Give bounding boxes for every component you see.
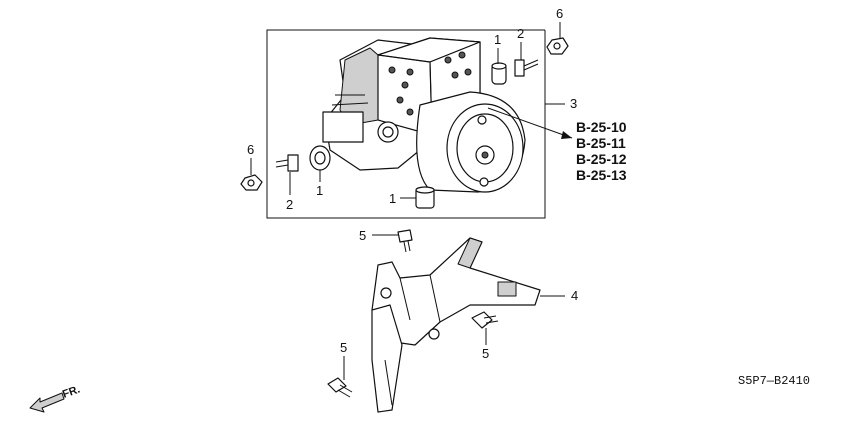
callout-4: 4 bbox=[571, 288, 578, 303]
mount-collar-left bbox=[275, 154, 299, 172]
mount-rubber-top bbox=[491, 62, 507, 85]
callout-3: 3 bbox=[570, 96, 577, 111]
reference-b-25-10: B-25-10 bbox=[576, 119, 627, 135]
callout-6-top: 6 bbox=[556, 6, 563, 21]
front-direction-indicator: FR. bbox=[29, 383, 82, 413]
reference-b-25-13: B-25-13 bbox=[576, 167, 627, 183]
callout-1-bottom: 1 bbox=[389, 191, 396, 206]
reference-b-25-12: B-25-12 bbox=[576, 151, 627, 167]
mount-rubber-left bbox=[309, 145, 331, 171]
reference-b-25-11: B-25-11 bbox=[576, 135, 626, 151]
callout-2-left: 2 bbox=[286, 197, 293, 212]
mount-rubber-bottom bbox=[415, 186, 435, 209]
diagram-code: S5P7—B2410 bbox=[738, 374, 810, 388]
callout-5-right: 5 bbox=[482, 346, 489, 361]
reference-leader bbox=[487, 107, 573, 139]
callout-6-left: 6 bbox=[247, 142, 254, 157]
callout-5-top: 5 bbox=[359, 228, 366, 243]
flange-nut-left bbox=[240, 174, 263, 191]
modulator-bracket bbox=[371, 237, 541, 413]
mount-collar-top bbox=[514, 59, 539, 77]
front-direction-label: FR. bbox=[61, 383, 82, 400]
front-arrow-icon bbox=[29, 392, 65, 413]
reference-arrow-head bbox=[561, 131, 572, 139]
callout-5-bottom: 5 bbox=[340, 340, 347, 355]
callout-1-top: 1 bbox=[494, 32, 501, 47]
flange-nut-top bbox=[546, 37, 569, 55]
flange-bolt-bottom bbox=[327, 377, 353, 398]
leader-lines bbox=[250, 22, 565, 380]
flange-bolt-right bbox=[471, 311, 499, 329]
abs-modulator-assembly bbox=[322, 37, 526, 193]
flange-bolt-top bbox=[397, 229, 413, 253]
callout-1-left: 1 bbox=[316, 183, 323, 198]
assembly-bracket-box bbox=[266, 29, 546, 219]
callout-2-top: 2 bbox=[517, 26, 524, 41]
